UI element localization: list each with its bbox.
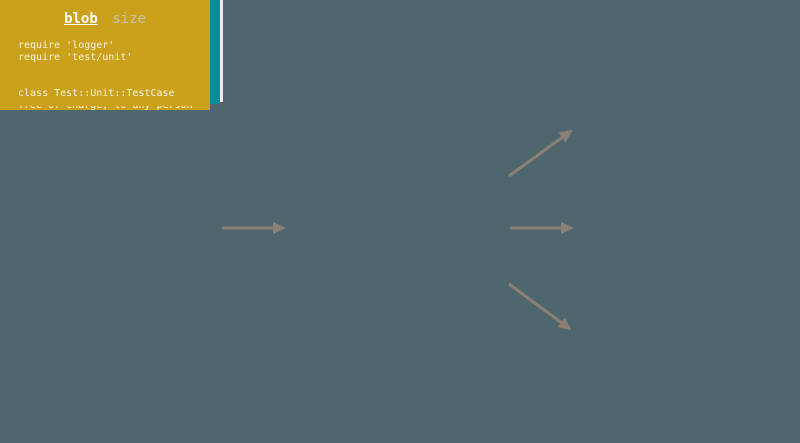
code-line: require 'test/unit' <box>18 52 133 63</box>
code-line: class Test::Unit::TestCase <box>18 88 175 99</box>
blob-header: blob size <box>0 0 210 27</box>
blob-header-key: blob <box>64 11 98 27</box>
arrow-tree-to-blob-readme <box>508 129 573 178</box>
code-line: require 'logger' <box>18 40 115 51</box>
arrow-tree-to-blob-testrb <box>508 282 572 331</box>
blob-header-value: size <box>112 11 146 27</box>
blob-testrb-box: blob size require 'logger' require 'test… <box>0 0 210 106</box>
blob-content: require 'logger' require 'test/unit' cla… <box>0 27 210 100</box>
code-line <box>18 64 206 76</box>
code-line <box>18 76 206 88</box>
